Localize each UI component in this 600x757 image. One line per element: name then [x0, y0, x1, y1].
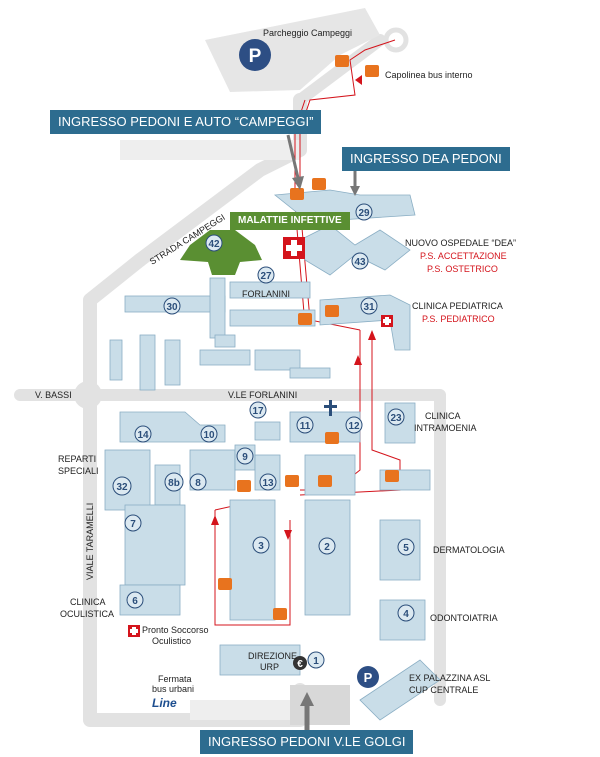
building-2: 2	[324, 542, 330, 553]
first-aid-icon	[283, 237, 305, 259]
label-ex-palazzina-1: EX PALAZZINA ASL	[409, 673, 490, 683]
svg-text:P: P	[249, 46, 262, 67]
label-forlanini: FORLANINI	[242, 289, 290, 299]
building-5: 5	[403, 543, 409, 554]
building-43: 43	[354, 257, 366, 268]
label-clinica-intramoenia-1: CLINICA	[425, 411, 461, 421]
euro-icon: €	[293, 656, 307, 670]
banner-ingresso-campeggi: INGRESSO PEDONI E AUTO “CAMPEGGI”	[50, 110, 322, 134]
label-reparti-1: REPARTI	[58, 454, 96, 464]
parking-lot-campeggi	[205, 8, 380, 92]
parking-icon-south: P	[357, 666, 379, 688]
label-odontoiatria: ODONTOIATRIA	[430, 613, 498, 623]
building-30: 30	[166, 302, 178, 313]
building-42: 42	[208, 239, 220, 250]
building-12: 12	[348, 421, 360, 432]
banner-malattie-infettive: MALATTIE INFETTIVE	[230, 212, 350, 230]
label-direzione: DIREZIONE	[248, 651, 297, 661]
building-7: 7	[130, 519, 136, 530]
first-aid-icon-pediatric	[381, 315, 393, 327]
building-31: 31	[363, 302, 375, 313]
label-viale-taramelli: VIALE TARAMELLI	[85, 503, 95, 580]
building-29: 29	[358, 208, 370, 219]
building-10: 10	[203, 430, 215, 441]
banner-ingresso-golgi: INGRESSO PEDONI V.LE GOLGI	[200, 730, 414, 754]
label-urp: URP	[260, 662, 279, 672]
building-11: 11	[300, 421, 311, 432]
label-reparti-2: SPECIALI	[58, 466, 99, 476]
label-clinica-oculistica-2: OCULISTICA	[60, 609, 114, 619]
building-13: 13	[262, 478, 274, 489]
label-pronto-soccorso-1: Pronto Soccorso	[142, 625, 209, 635]
building-8b: 8b	[168, 478, 180, 489]
building-32: 32	[116, 482, 128, 493]
svg-text:P: P	[364, 670, 373, 685]
label-ex-palazzina-2: CUP CENTRALE	[409, 685, 478, 695]
label-clinica-pediatrica: CLINICA PEDIATRICA	[412, 301, 503, 311]
bus-icons	[218, 55, 399, 620]
building-17: 17	[252, 406, 264, 417]
label-ps-pediatrico: P.S. PEDIATRICO	[422, 314, 495, 324]
svg-text:€: €	[297, 659, 303, 670]
label-ps-ostetrico: P.S. OSTETRICO	[427, 264, 498, 274]
building-9: 9	[242, 452, 248, 463]
building-1: 1	[313, 656, 319, 667]
label-pronto-soccorso-2: Oculistico	[152, 636, 191, 646]
building-8: 8	[195, 478, 201, 489]
label-parcheggio: Parcheggio Campeggi	[263, 28, 352, 38]
roads	[14, 27, 446, 727]
church-icon	[324, 400, 337, 416]
label-ps-accettazione: P.S. ACCETTAZIONE	[420, 251, 507, 261]
banner-ingresso-dea: INGRESSO DEA PEDONI	[342, 147, 510, 171]
building-3: 3	[258, 541, 264, 552]
label-dermatologia: DERMATOLOGIA	[433, 545, 505, 555]
line-logo: Line	[152, 696, 177, 710]
building-14: 14	[137, 430, 149, 441]
first-aid-icon-oculistic	[128, 625, 140, 637]
label-clinica-intramoenia-2: INTRAMOENIA	[414, 423, 477, 433]
label-fermata-2: bus urbani	[152, 684, 194, 694]
building-4: 4	[403, 609, 409, 620]
parking-icon: P	[239, 39, 271, 71]
label-fermata-1: Fermata	[158, 674, 192, 684]
building-23: 23	[390, 413, 402, 424]
building-number-text: 1 2 3 4 5 6 7 8 8b 9 10 11 12 13 14 17 2…	[116, 208, 409, 667]
label-clinica-oculistica-1: CLINICA	[70, 597, 106, 607]
building-6: 6	[132, 596, 138, 607]
label-v-bassi: V. BASSI	[35, 390, 72, 400]
building-numbers	[112, 203, 415, 669]
label-vle-forlanini: V.LE FORLANINI	[228, 390, 297, 400]
label-capolinea: Capolinea bus interno	[385, 70, 473, 80]
building-27: 27	[260, 271, 272, 282]
label-nuovo-dea: NUOVO OSPEDALE “DEA”	[405, 238, 516, 248]
